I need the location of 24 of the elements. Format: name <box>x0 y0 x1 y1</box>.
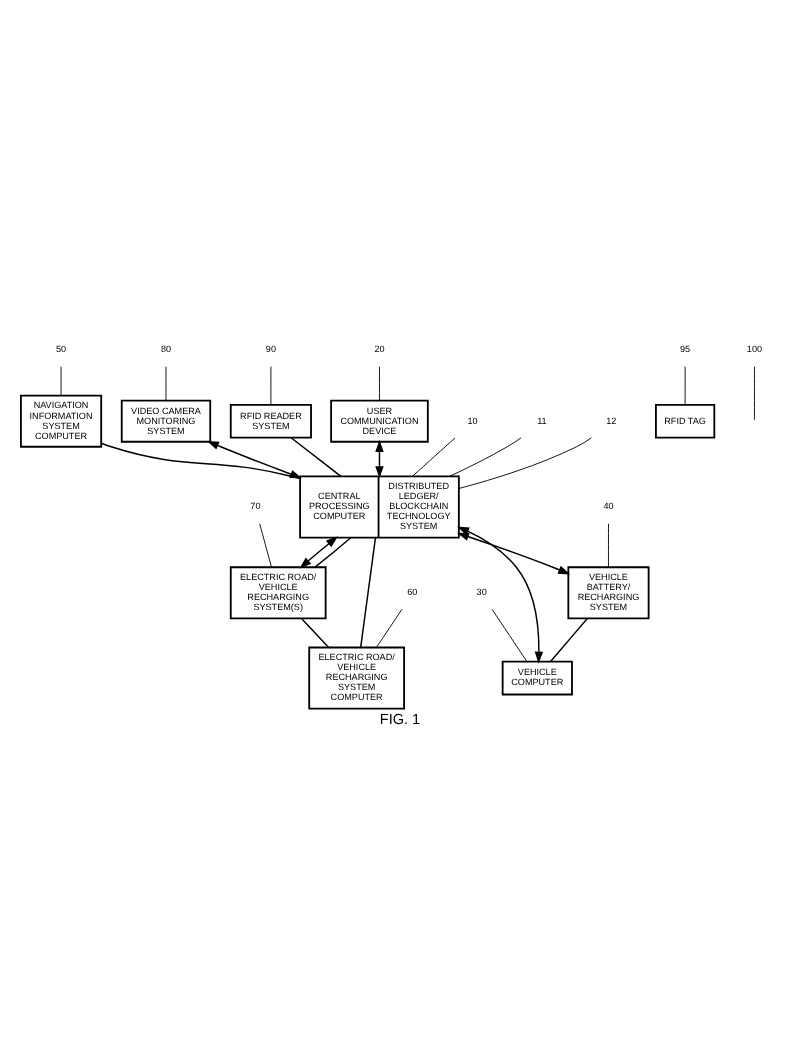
connector <box>376 607 403 647</box>
connector <box>301 617 330 648</box>
connector <box>379 365 380 401</box>
connector <box>491 607 528 661</box>
connector <box>259 522 272 567</box>
connector <box>608 522 609 567</box>
arrow <box>457 525 544 663</box>
connector <box>359 536 377 648</box>
connector <box>684 365 686 405</box>
connector <box>270 365 272 405</box>
connector <box>290 436 342 477</box>
connector <box>314 536 352 567</box>
caption: FIG. 1 <box>379 708 421 727</box>
connector <box>754 365 755 420</box>
connector <box>60 365 62 396</box>
connector <box>549 617 588 662</box>
connector <box>412 436 456 476</box>
connector <box>100 441 301 479</box>
arrow <box>299 535 338 568</box>
arrow <box>456 531 571 574</box>
arrow <box>206 439 302 478</box>
connector <box>449 436 522 476</box>
connector <box>165 365 167 401</box>
connector <box>458 436 592 488</box>
